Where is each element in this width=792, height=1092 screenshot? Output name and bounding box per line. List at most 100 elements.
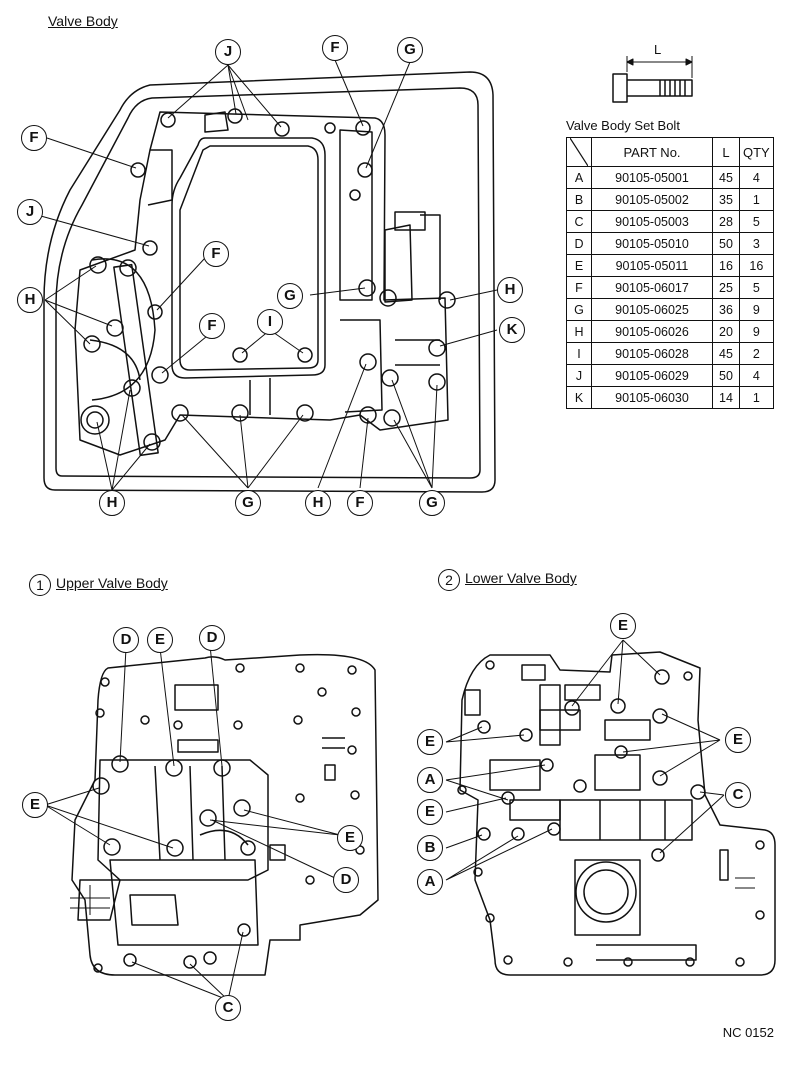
lower-bolt-holes [457, 660, 765, 967]
bolt-qty-cell: 3 [739, 232, 774, 255]
bolt-table-corner-cell [566, 137, 592, 167]
lower-valve-body-number: 2 [438, 569, 460, 591]
upper-bolt-holes [92, 663, 365, 973]
bolt-length-cell: 35 [712, 188, 740, 211]
callout-main-14: H [305, 490, 331, 516]
callout-main-9: F [199, 313, 225, 339]
callout-main-6: F [203, 241, 229, 267]
bolt-part-cell: 90105-05011 [591, 254, 713, 277]
bolt-table-part-header: PART No. [591, 137, 713, 167]
bolt-code-cell: F [566, 276, 592, 299]
callout-main-8: H [497, 277, 523, 303]
bolt-part-cell: 90105-06017 [591, 276, 713, 299]
bolt-qty-cell: 1 [739, 386, 774, 409]
callout-lower-3: A [417, 767, 443, 793]
bolt-part-cell: 90105-05010 [591, 232, 713, 255]
callout-main-1: F [322, 35, 348, 61]
callout-upper-2: D [199, 625, 225, 651]
bolt-code-cell: G [566, 298, 592, 321]
callout-main-16: G [419, 490, 445, 516]
main-valve-body-outline [43, 71, 496, 493]
bolt-qty-cell: 2 [739, 342, 774, 365]
callout-upper-6: C [215, 995, 241, 1021]
bolt-length-cell: 45 [712, 166, 740, 189]
bolt-length-cell: 14 [712, 386, 740, 409]
main-leader-lines [29, 59, 498, 491]
bolt-part-cell: 90105-06025 [591, 298, 713, 321]
bolt-part-cell: 90105-05003 [591, 210, 713, 233]
bolt-qty-cell: 9 [739, 298, 774, 321]
upper-valve-body-outline [70, 653, 379, 976]
bolt-length-cell: 50 [712, 364, 740, 387]
bolt-qty-cell: 16 [739, 254, 774, 277]
bolt-part-cell: 90105-06028 [591, 342, 713, 365]
bolt-part-cell: 90105-05001 [591, 166, 713, 189]
bolt-length-cell: 20 [712, 320, 740, 343]
bolt-part-cell: 90105-06026 [591, 320, 713, 343]
callout-main-4: J [17, 199, 43, 225]
bolt-qty-cell: 4 [739, 364, 774, 387]
bolt-qty-cell: 5 [739, 276, 774, 299]
callout-upper-0: D [113, 627, 139, 653]
bolt-code-cell: B [566, 188, 592, 211]
bolt-code-cell: K [566, 386, 592, 409]
callout-lower-6: B [417, 835, 443, 861]
bolt-length-cell: 16 [712, 254, 740, 277]
callout-lower-0: E [610, 613, 636, 639]
bolt-code-cell: E [566, 254, 592, 277]
bolt-part-cell: 90105-05002 [591, 188, 713, 211]
bolt-length-cell: 25 [712, 276, 740, 299]
callout-main-13: G [235, 490, 261, 516]
bolt-code-cell: I [566, 342, 592, 365]
bolt-table-qty-header: QTY [739, 137, 774, 167]
callout-lower-7: A [417, 869, 443, 895]
upper-leader-lines [44, 644, 341, 1001]
bolt-length-cell: 36 [712, 298, 740, 321]
bolt-qty-cell: 4 [739, 166, 774, 189]
corner-diagonal [570, 138, 588, 166]
lower-leader-lines [445, 639, 725, 881]
callout-main-11: K [499, 317, 525, 343]
bolt-qty-cell: 9 [739, 320, 774, 343]
lower-valve-body-outline [459, 651, 776, 976]
bolt-length-cell: 28 [712, 210, 740, 233]
callout-upper-1: E [147, 627, 173, 653]
bolt-code-cell: J [566, 364, 592, 387]
bolt-table-header-row: PART No. L QTY [566, 137, 774, 167]
bolt-code-cell: C [566, 210, 592, 233]
bolt-code-cell: A [566, 166, 592, 189]
bolt-length-label: L [654, 42, 662, 57]
bolt-table-length-header: L [712, 137, 740, 167]
callout-upper-3: E [22, 792, 48, 818]
bolt-code-cell: D [566, 232, 592, 255]
callout-main-0: J [215, 39, 241, 65]
callout-main-12: H [99, 490, 125, 516]
upper-valve-body-number: 1 [29, 574, 51, 596]
bolt-length-cell: 50 [712, 232, 740, 255]
callout-lower-1: E [417, 729, 443, 755]
callout-lower-2: E [725, 727, 751, 753]
callout-main-7: G [277, 283, 303, 309]
bolt-sketch [612, 56, 693, 103]
bolt-part-cell: 90105-06029 [591, 364, 713, 387]
figure-code: NC 0152 [722, 1025, 774, 1040]
callout-main-2: G [397, 37, 423, 63]
callout-main-5: H [17, 287, 43, 313]
callout-lower-5: E [417, 799, 443, 825]
valve-body-title: Valve Body [48, 13, 118, 29]
bolt-table-caption: Valve Body Set Bolt [566, 118, 680, 133]
upper-valve-body-title: Upper Valve Body [56, 575, 168, 591]
callout-upper-4: E [337, 825, 363, 851]
bolt-length-cell: 45 [712, 342, 740, 365]
